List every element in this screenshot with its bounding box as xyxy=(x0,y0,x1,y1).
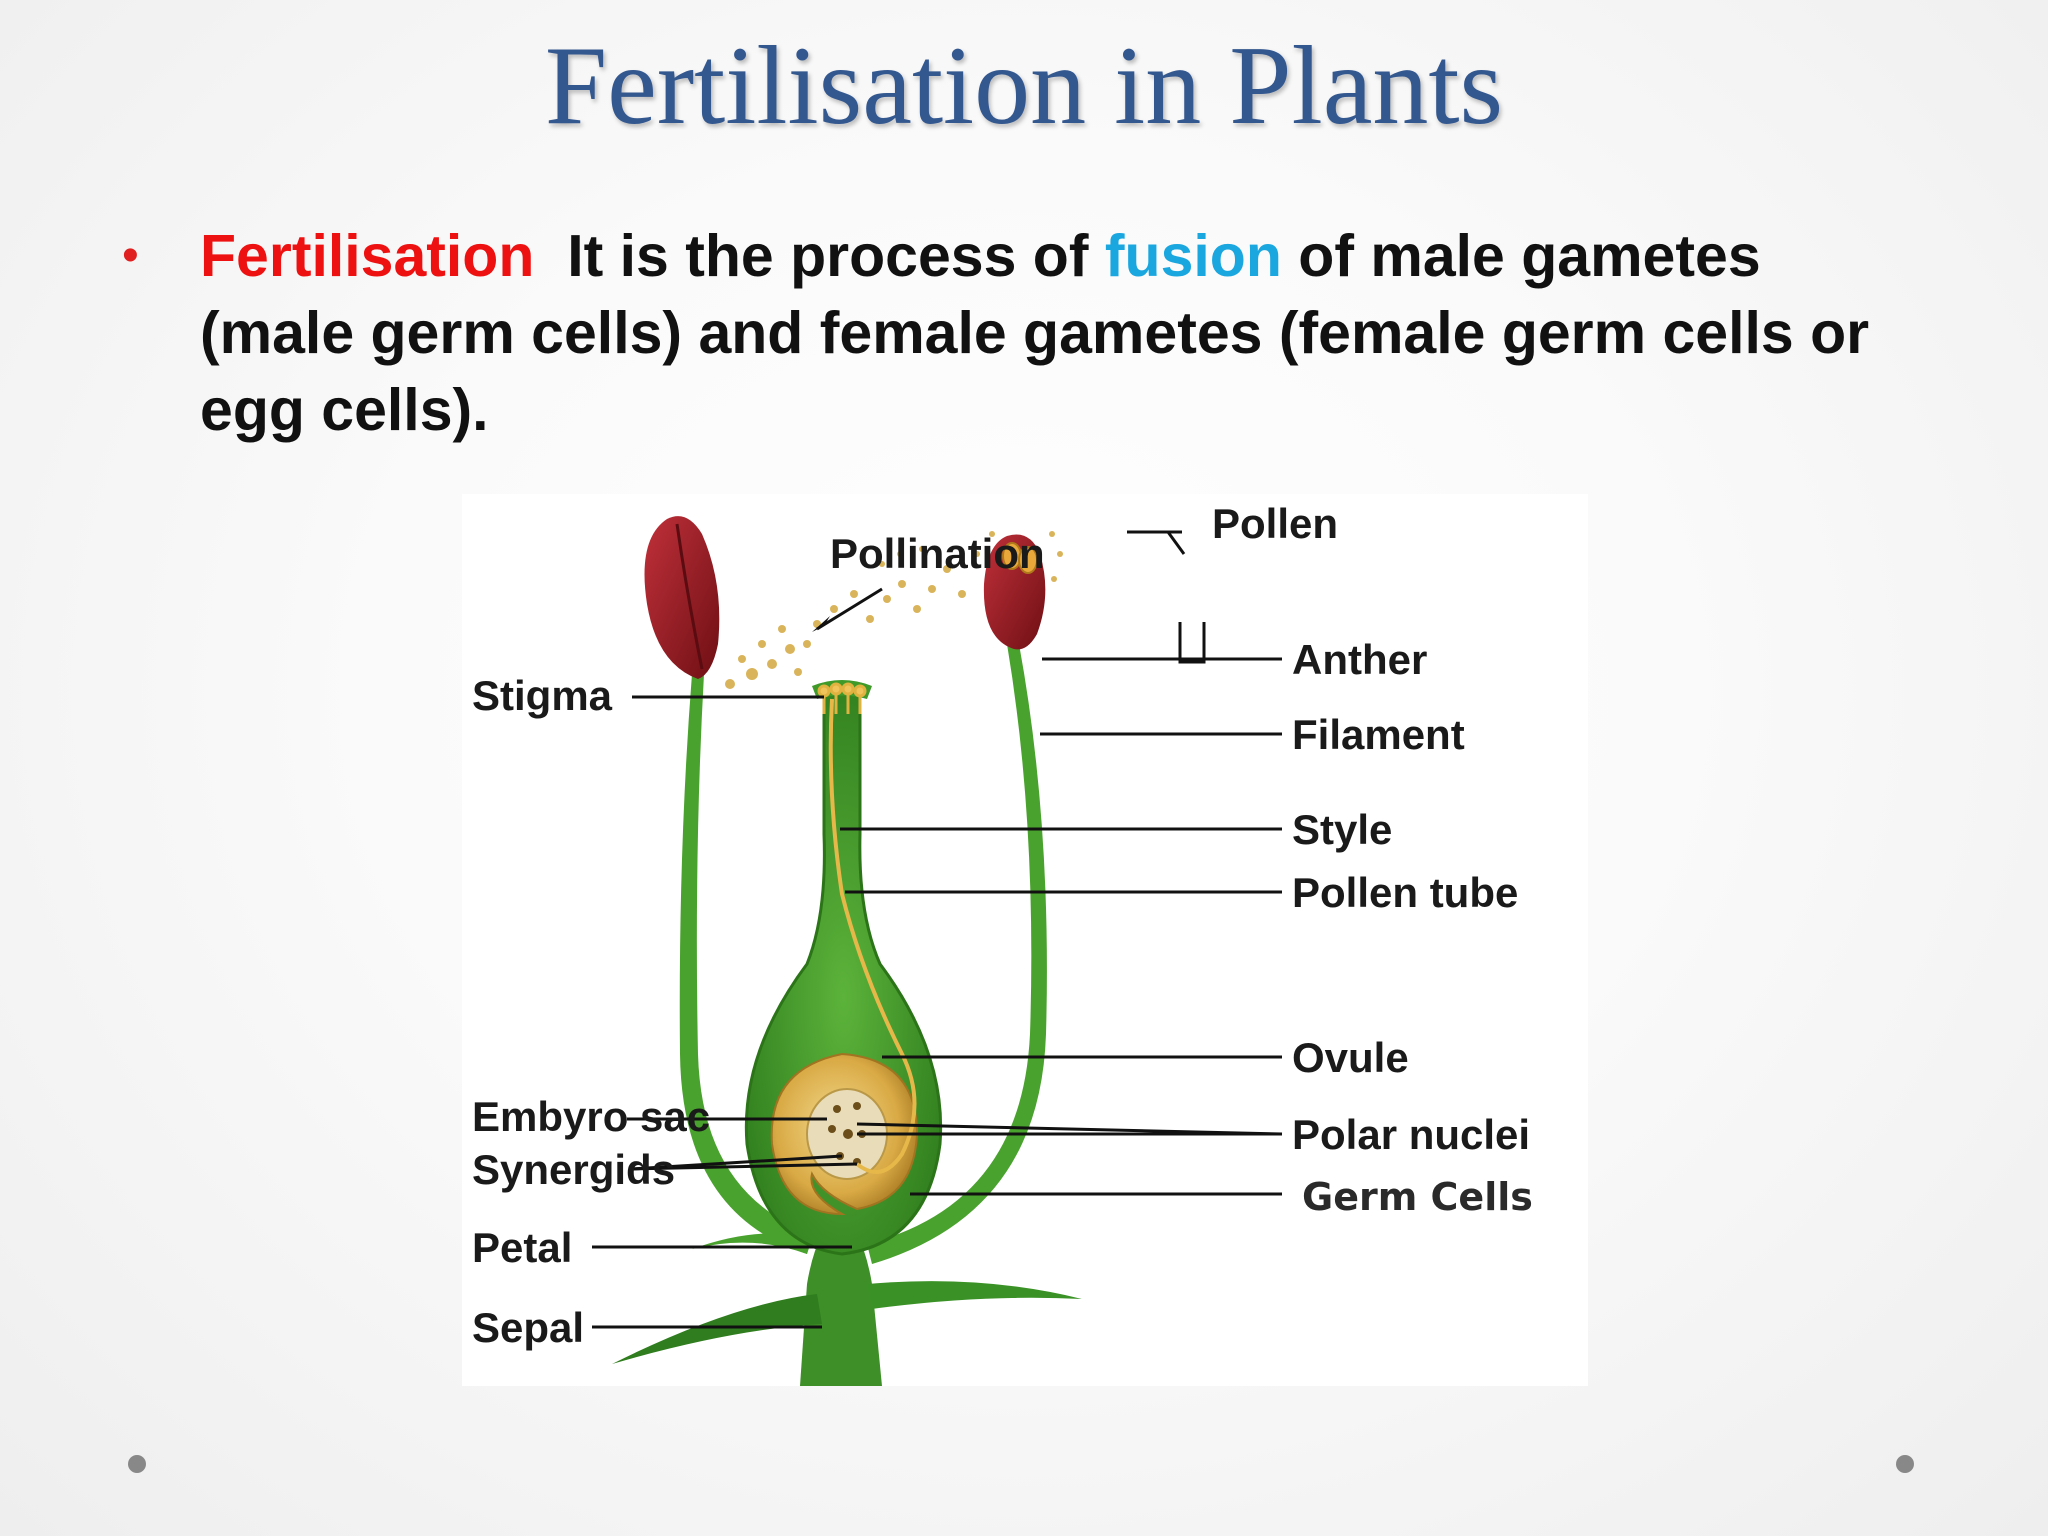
label-stigma: Stigma xyxy=(472,672,613,719)
nav-dot-right xyxy=(1896,1455,1914,1473)
bullet-text: Fertilisation It is the process of fusio… xyxy=(200,218,1920,449)
label-pollination: Pollination xyxy=(830,530,1045,577)
anther-left-crease xyxy=(675,523,704,670)
label-synergids: Synergids xyxy=(472,1146,675,1193)
pollen-grains xyxy=(725,531,1063,689)
label-sepal: Sepal xyxy=(472,1304,584,1351)
sepal-left xyxy=(612,1294,822,1364)
label-germ-cells: Germ Cells xyxy=(1302,1175,1533,1219)
label-ovule: Ovule xyxy=(1292,1034,1409,1081)
label-polar-nuclei: Polar nuclei xyxy=(1292,1111,1530,1158)
pollen-tube xyxy=(828,698,917,1174)
leader-lines xyxy=(592,530,1283,1329)
flower-diagram: Pollination Pollen Stigma Anther Filamen… xyxy=(462,494,1588,1386)
stigma-papillae xyxy=(817,682,867,714)
pollination-arrowhead xyxy=(812,616,830,632)
label-petal: Petal xyxy=(472,1224,572,1271)
bullet-text-part2: of male gametes (male germ cells) and fe… xyxy=(200,223,1870,443)
label-pollen: Pollen xyxy=(1212,500,1338,547)
nav-dot-left xyxy=(128,1455,146,1473)
slide-title: Fertilisation in Plants xyxy=(544,24,1504,148)
label-style: Style xyxy=(1292,806,1392,853)
bullet-term: Fertilisation xyxy=(200,223,535,289)
filament-arm-right xyxy=(867,644,1047,1264)
pollination-arrow xyxy=(816,587,883,631)
label-anther: Anther xyxy=(1292,636,1427,683)
bullet-text-part1: It is the process of xyxy=(567,223,1089,289)
stem xyxy=(800,1234,882,1386)
anther-right-pollen-sacs xyxy=(1002,542,1038,574)
flower-diagram-svg: Pollination Pollen Stigma Anther Filamen… xyxy=(472,500,1533,1386)
sepal-right xyxy=(867,1281,1082,1309)
petal-arm-left xyxy=(679,674,812,1254)
bullet-highlight: fusion xyxy=(1104,223,1282,289)
bullet-icon: • xyxy=(122,229,139,282)
label-filament: Filament xyxy=(1292,711,1465,758)
anther-left xyxy=(644,516,720,679)
label-embryo-sac: Embyro sac xyxy=(472,1093,710,1140)
label-pollen-tube: Pollen tube xyxy=(1292,869,1518,916)
